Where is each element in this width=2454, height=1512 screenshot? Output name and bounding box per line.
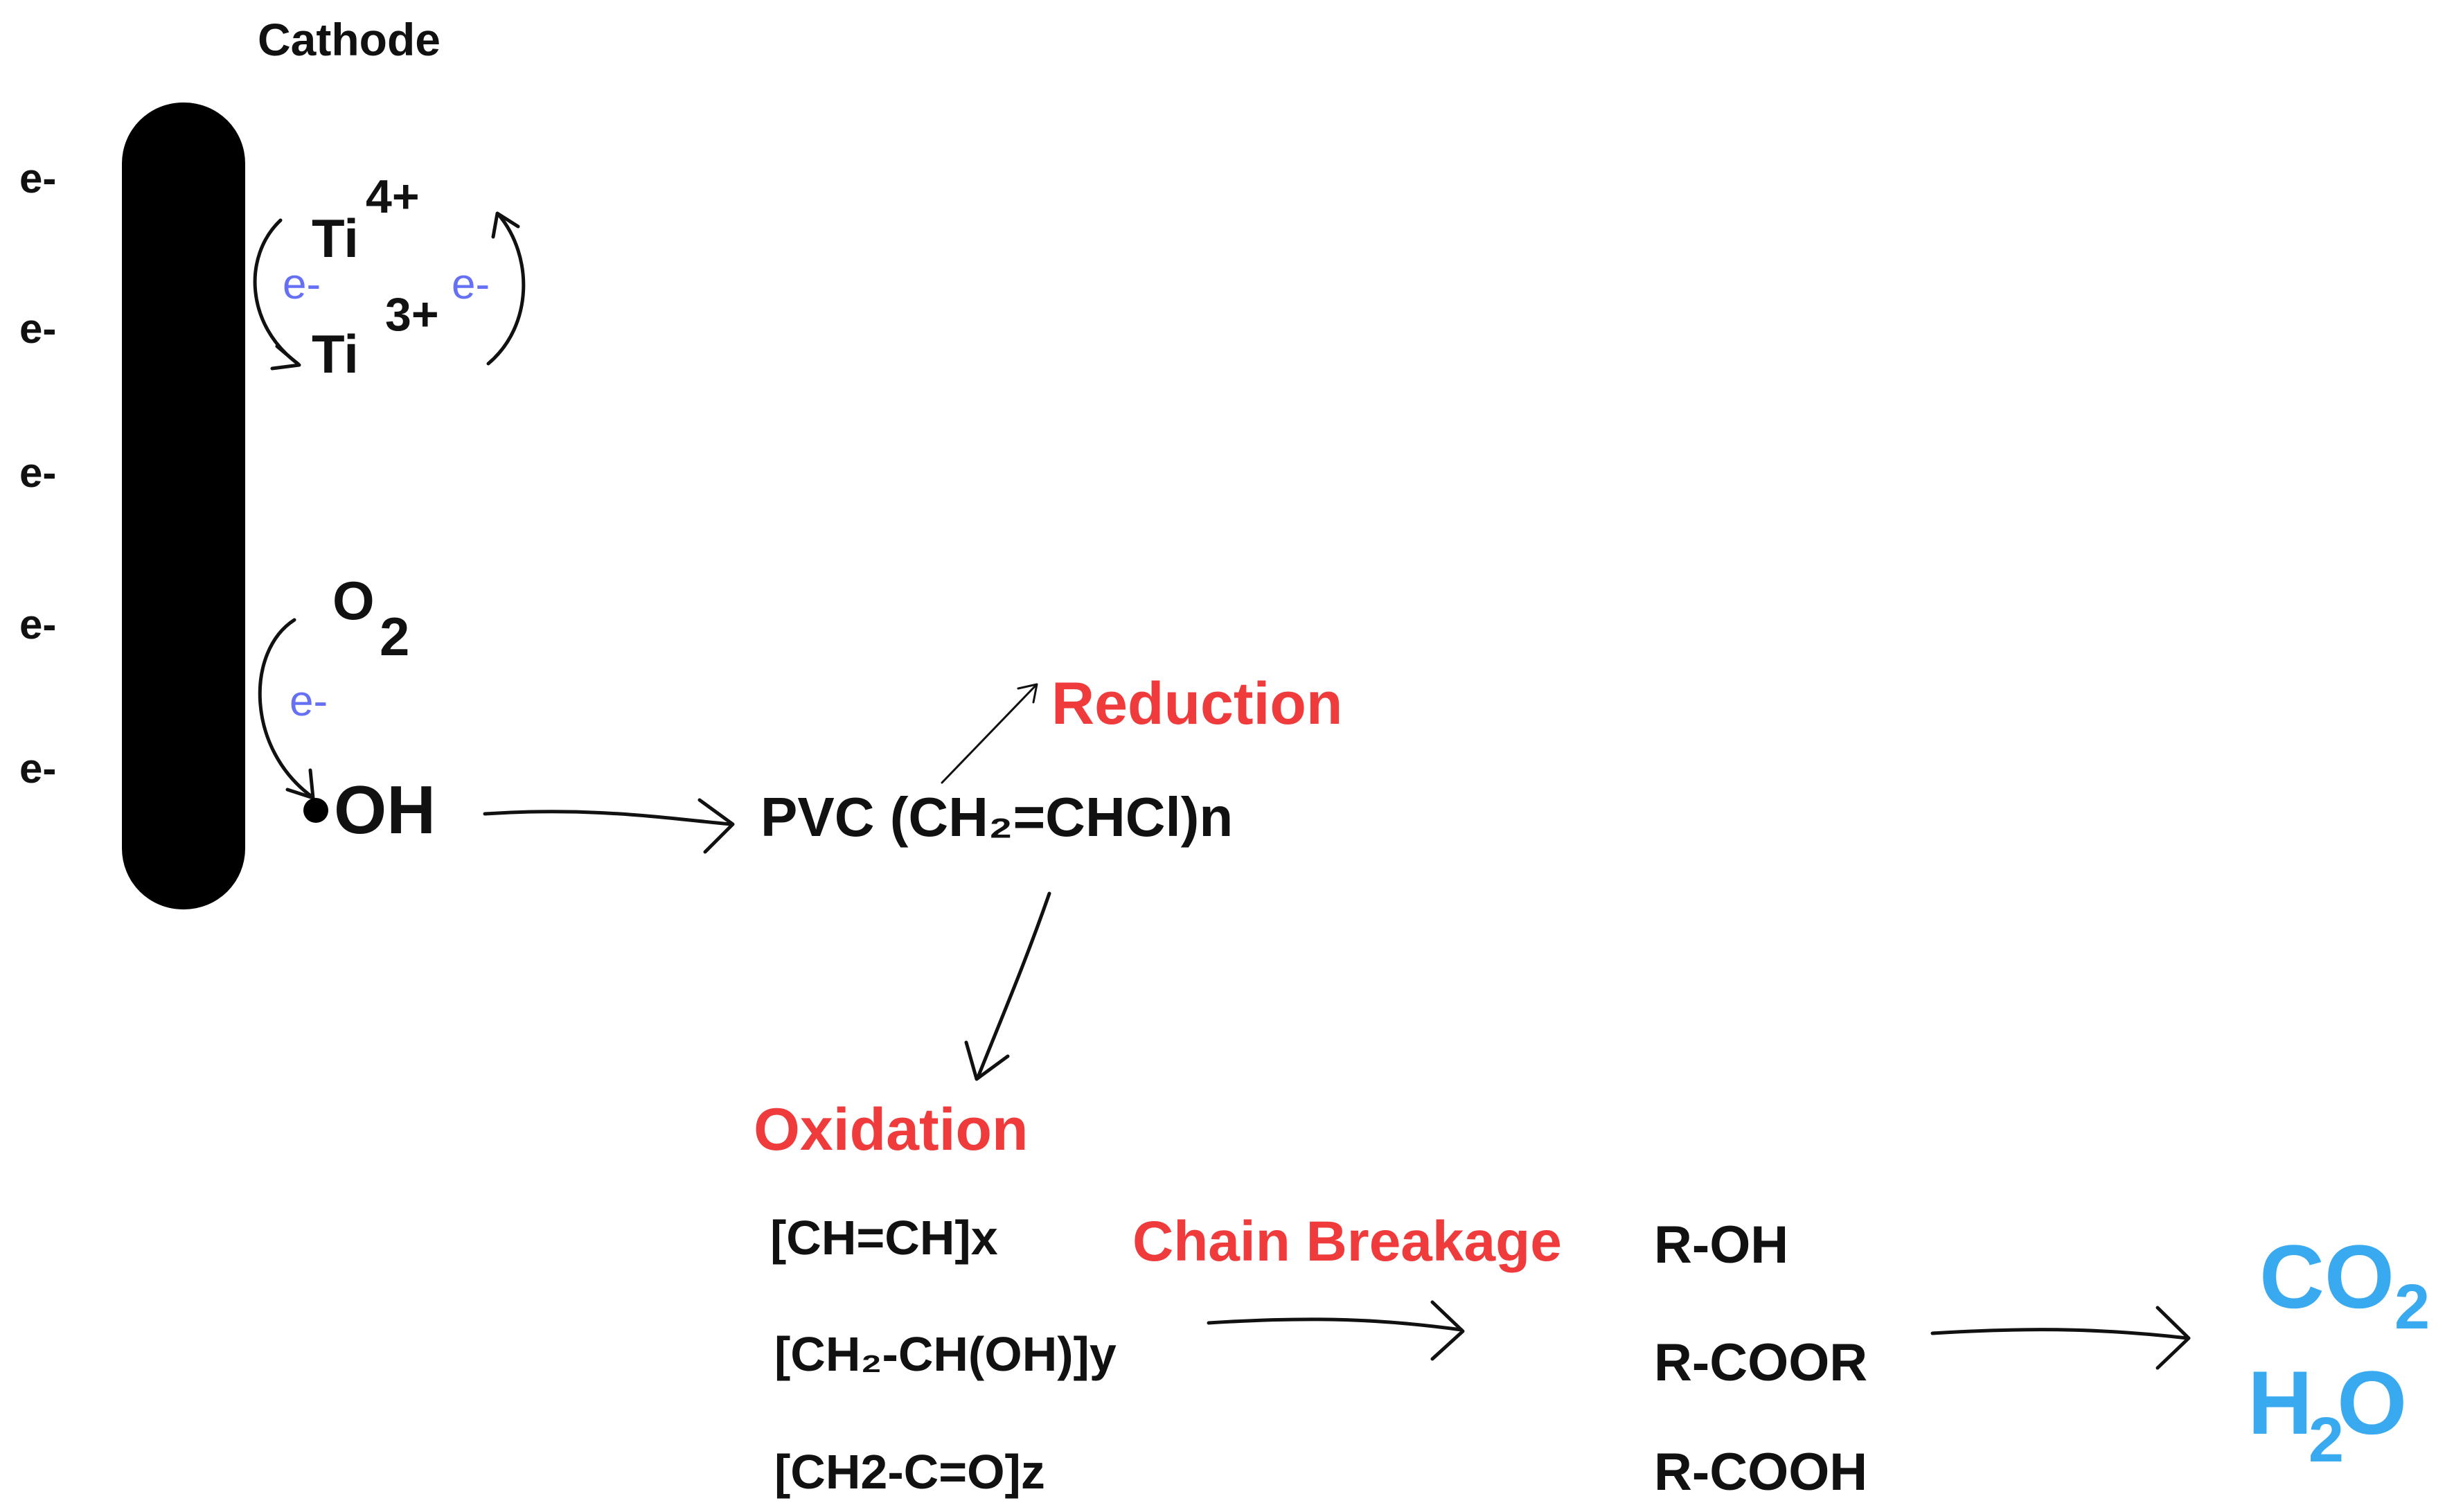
oxidation-label: Oxidation xyxy=(754,1096,1029,1163)
oh-to-pvc-arrow xyxy=(483,810,733,826)
ti-oxidation-arrow xyxy=(486,213,526,366)
oxidation-product: [CH=CH]x xyxy=(770,1211,998,1265)
mineralization-arrowhead xyxy=(2155,1306,2191,1370)
cathode-label: Cathode xyxy=(258,14,441,65)
breakage-product: R-OH xyxy=(1654,1216,1789,1274)
electron-label: e- xyxy=(19,601,57,648)
ti-electron-right: e- xyxy=(452,260,490,308)
cathode-electrode xyxy=(122,103,245,909)
ti3-symbol: Ti xyxy=(312,323,359,384)
breakage-product: R-COOR xyxy=(1654,1333,1868,1392)
oxygen-subscript: 2 xyxy=(380,606,410,667)
h2o-label: H2O xyxy=(2248,1358,2407,1472)
oxidation-product: [CH₂-CH(OH)]y xyxy=(774,1327,1117,1381)
ti-oxidation-arrowhead xyxy=(491,211,520,239)
ti-reduction-arrowhead xyxy=(270,344,301,371)
electron-label: e- xyxy=(19,305,57,352)
electron-label: e- xyxy=(19,745,57,792)
co2-main: CO xyxy=(2259,1226,2394,1327)
electron-label: e- xyxy=(19,155,57,202)
reduction-label: Reduction xyxy=(1051,670,1343,737)
electron-label: e- xyxy=(19,450,57,496)
ti4-symbol: Ti xyxy=(312,208,359,269)
breakage-product: R-COOH xyxy=(1654,1443,1868,1502)
oxidation-product: [CH2-C=O]z xyxy=(774,1445,1045,1499)
ti-electron-left: e- xyxy=(283,260,321,308)
oh-to-pvc-arrowhead xyxy=(697,798,735,854)
h2o-hydrogen: H xyxy=(2248,1352,2313,1453)
pvc-to-reduction-arrow xyxy=(941,684,1037,784)
oxygen-electron: e- xyxy=(290,677,328,725)
co2-label: CO2 xyxy=(2259,1231,2430,1339)
oxygen-symbol: O xyxy=(332,570,375,631)
pvc-to-reduction-arrowhead xyxy=(1017,683,1038,704)
oxygen-reduction-arrow xyxy=(258,618,314,799)
pvc-to-oxidation-arrowhead xyxy=(964,1040,1010,1081)
radical-dot xyxy=(303,798,328,823)
h2o-oxygen: O xyxy=(2337,1352,2408,1453)
chain-breakage-arrow xyxy=(1207,1317,1464,1332)
hydroxyl-radical-label: OH xyxy=(334,772,436,848)
mineralization-arrow xyxy=(1930,1328,2189,1340)
pvc-label: PVC (CH₂=CHCl)n xyxy=(761,786,1234,848)
ti4-charge: 4+ xyxy=(366,170,420,223)
h2o-subscript: 2 xyxy=(2308,1405,2345,1475)
chain-breakage-label: Chain Breakage xyxy=(1132,1210,1562,1273)
chain-breakage-arrowhead xyxy=(1430,1300,1465,1361)
pvc-to-oxidation-arrow xyxy=(976,891,1051,1079)
co2-subscript: 2 xyxy=(2394,1272,2430,1342)
ti3-charge: 3+ xyxy=(385,288,439,341)
